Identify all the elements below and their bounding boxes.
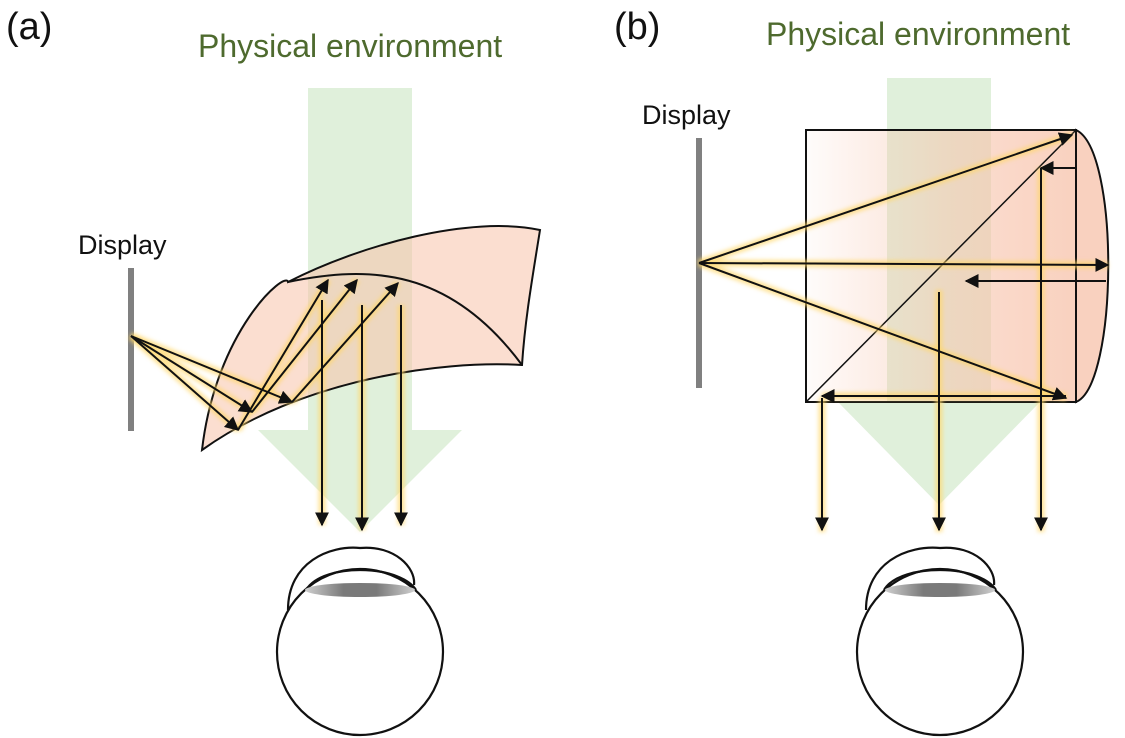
- ray-a-1: [130, 335, 240, 431]
- panel-b-label: (b): [614, 6, 661, 48]
- environment-label-b: Physical environment: [766, 16, 1071, 52]
- ray-a-4: [237, 278, 329, 431]
- rays-a: [130, 278, 408, 532]
- ray-b-1: [698, 132, 1074, 264]
- panel-b: [696, 78, 1110, 737]
- ray-a-6: [291, 281, 399, 403]
- panel-a: [128, 88, 542, 737]
- eye-lens: [305, 583, 415, 597]
- eye-icon: [275, 546, 445, 737]
- environment-label-a: Physical environment: [198, 28, 503, 64]
- display-label-b: Display: [642, 100, 731, 130]
- ray-a-2: [130, 335, 254, 413]
- eye-icon: [855, 546, 1025, 737]
- panel-a-label: (a): [6, 6, 53, 48]
- combiner-inner-curve-a: [287, 273, 523, 366]
- ray-b-3: [698, 262, 1068, 401]
- rays-b: [698, 132, 1110, 532]
- ray-a-5: [251, 278, 358, 413]
- eye-lens: [885, 583, 995, 597]
- display-a: [128, 268, 134, 431]
- display-label-a: Display: [78, 230, 167, 260]
- ray-a-3: [130, 335, 294, 404]
- ray-b-2: [698, 257, 1110, 272]
